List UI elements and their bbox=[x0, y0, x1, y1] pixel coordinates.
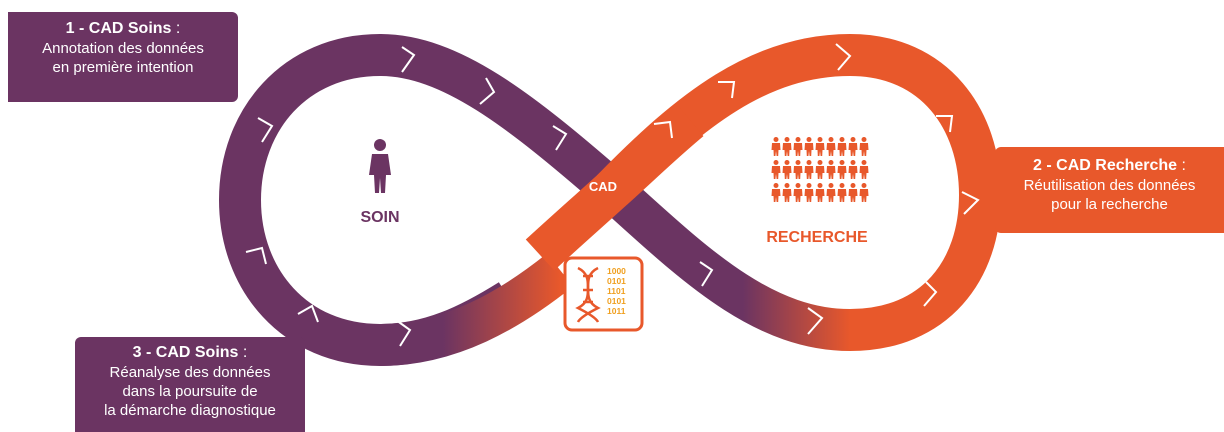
crowd-person bbox=[793, 137, 803, 156]
arrow-marker bbox=[718, 81, 736, 99]
box-desc-line: pour la recherche bbox=[1051, 196, 1168, 213]
loop-right-orange bbox=[596, 33, 1002, 351]
box-desc-line: Annotation des données bbox=[42, 40, 204, 57]
arrow-marker bbox=[961, 191, 980, 215]
arrow-markers bbox=[245, 43, 980, 347]
crowd-person bbox=[848, 183, 858, 202]
crowd-person bbox=[804, 137, 814, 156]
cad-soins-3-box: 3 - CAD Soins : Réanalyse des données da… bbox=[75, 337, 305, 432]
crowd-person bbox=[837, 137, 847, 156]
cad-recherche-box: 2 - CAD Recherche : Réutilisation des do… bbox=[995, 147, 1224, 233]
box-title-text: 3 - CAD Soins bbox=[132, 344, 239, 361]
box-title: 3 - CAD Soins : bbox=[75, 343, 305, 363]
arrow-marker bbox=[245, 246, 267, 265]
cad-center-label: CAD bbox=[589, 179, 617, 194]
crowd-person bbox=[837, 160, 847, 179]
binary-line: 1011 bbox=[607, 306, 626, 316]
crowd-person bbox=[826, 183, 836, 202]
box-desc-line: Réutilisation des données bbox=[1023, 177, 1196, 194]
arrow-marker bbox=[552, 125, 568, 151]
crowd-person bbox=[782, 137, 792, 156]
box-desc-line: dans la poursuite de bbox=[122, 383, 258, 400]
binary-line: 1000 bbox=[607, 266, 626, 276]
soin-label: SOIN bbox=[360, 209, 399, 226]
binary-line: 0101 bbox=[607, 296, 626, 306]
crowd-person bbox=[804, 160, 814, 179]
loop-bottom-right-gradient bbox=[597, 174, 851, 351]
box-title-colon: : bbox=[1177, 157, 1186, 174]
arrow-marker bbox=[835, 43, 852, 71]
crowd-person bbox=[859, 137, 869, 156]
crowd-person bbox=[837, 183, 847, 202]
binary-line: 1101 bbox=[607, 286, 626, 296]
arrow-marker bbox=[257, 117, 274, 143]
recherche-label: RECHERCHE bbox=[766, 229, 868, 246]
arrow-marker bbox=[479, 77, 496, 105]
crowd-person bbox=[826, 137, 836, 156]
crowd-person bbox=[771, 137, 781, 156]
crowd-person bbox=[804, 183, 814, 202]
loop-left-purple bbox=[218, 33, 626, 367]
crowd-person bbox=[815, 160, 825, 179]
box-title: 2 - CAD Recherche : bbox=[995, 156, 1224, 176]
arrow-marker bbox=[395, 319, 412, 347]
box-desc-line: en première intention bbox=[52, 59, 194, 76]
binary-digits: 1000 0101 1101 0101 1011 bbox=[607, 266, 626, 316]
arrow-marker bbox=[699, 261, 714, 287]
crowd-person bbox=[815, 183, 825, 202]
crowd-person bbox=[771, 183, 781, 202]
binary-line: 0101 bbox=[607, 276, 626, 286]
arrow-marker bbox=[807, 307, 824, 335]
arrow-marker bbox=[923, 281, 938, 307]
cad-soins-1-box: 1 - CAD Soins : Annotation des données e… bbox=[8, 12, 238, 102]
box-title-text: 2 - CAD Recherche bbox=[1033, 157, 1178, 174]
arrow-marker bbox=[936, 115, 954, 133]
box-desc-line: Réanalyse des données bbox=[109, 364, 271, 381]
dna-data-icon: 1000 0101 1101 0101 1011 bbox=[563, 256, 644, 332]
box-title-colon: : bbox=[171, 20, 181, 37]
cross-orange bbox=[525, 103, 704, 271]
crowd-person bbox=[782, 183, 792, 202]
crowd-person bbox=[793, 183, 803, 202]
arrow-marker bbox=[297, 304, 319, 323]
dna-helix-icon bbox=[575, 266, 601, 323]
arrow-marker bbox=[653, 120, 673, 139]
crowd-person bbox=[826, 160, 836, 179]
dna-icon-frame bbox=[563, 256, 644, 332]
crowd-person bbox=[793, 160, 803, 179]
box-desc-line: la démarche diagnostique bbox=[104, 402, 276, 419]
crowd-person bbox=[782, 160, 792, 179]
box-title-text: 1 - CAD Soins bbox=[65, 20, 172, 37]
crowd-person bbox=[859, 183, 869, 202]
crowd-person bbox=[859, 160, 869, 179]
crowd-person bbox=[848, 160, 858, 179]
crowd-icon bbox=[771, 137, 869, 202]
loop-bottom-left-gradient bbox=[379, 253, 574, 366]
arrow-marker bbox=[401, 46, 416, 73]
box-title: 1 - CAD Soins : bbox=[8, 19, 238, 39]
person-icon bbox=[369, 139, 391, 193]
box-title-colon: : bbox=[238, 344, 248, 361]
crowd-person bbox=[815, 137, 825, 156]
crowd-person bbox=[771, 160, 781, 179]
crowd-person bbox=[848, 137, 858, 156]
